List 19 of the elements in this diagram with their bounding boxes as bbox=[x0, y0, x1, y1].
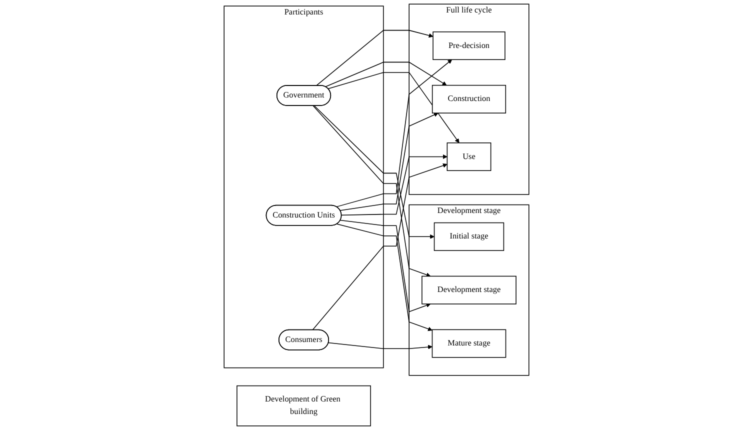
arrow bbox=[341, 154, 448, 216]
arrow bbox=[314, 105, 434, 239]
arrow bbox=[312, 105, 431, 277]
node-box: Development of Green building bbox=[236, 385, 371, 426]
node-box: Use bbox=[446, 142, 492, 171]
arrow bbox=[328, 72, 460, 144]
arrow bbox=[316, 30, 434, 86]
node-box: Pre-decision bbox=[432, 31, 506, 60]
node-box: Mature stage bbox=[432, 329, 506, 358]
arrow bbox=[340, 112, 438, 211]
node-box: Development stage bbox=[422, 276, 516, 304]
arrow bbox=[312, 163, 448, 330]
arrow bbox=[336, 224, 432, 332]
arrow bbox=[340, 220, 431, 312]
node-box: Construction bbox=[432, 84, 506, 114]
arrow bbox=[336, 59, 452, 208]
arrow bbox=[325, 62, 447, 88]
node-box: Initial stage bbox=[434, 222, 504, 251]
arrow bbox=[328, 342, 432, 350]
